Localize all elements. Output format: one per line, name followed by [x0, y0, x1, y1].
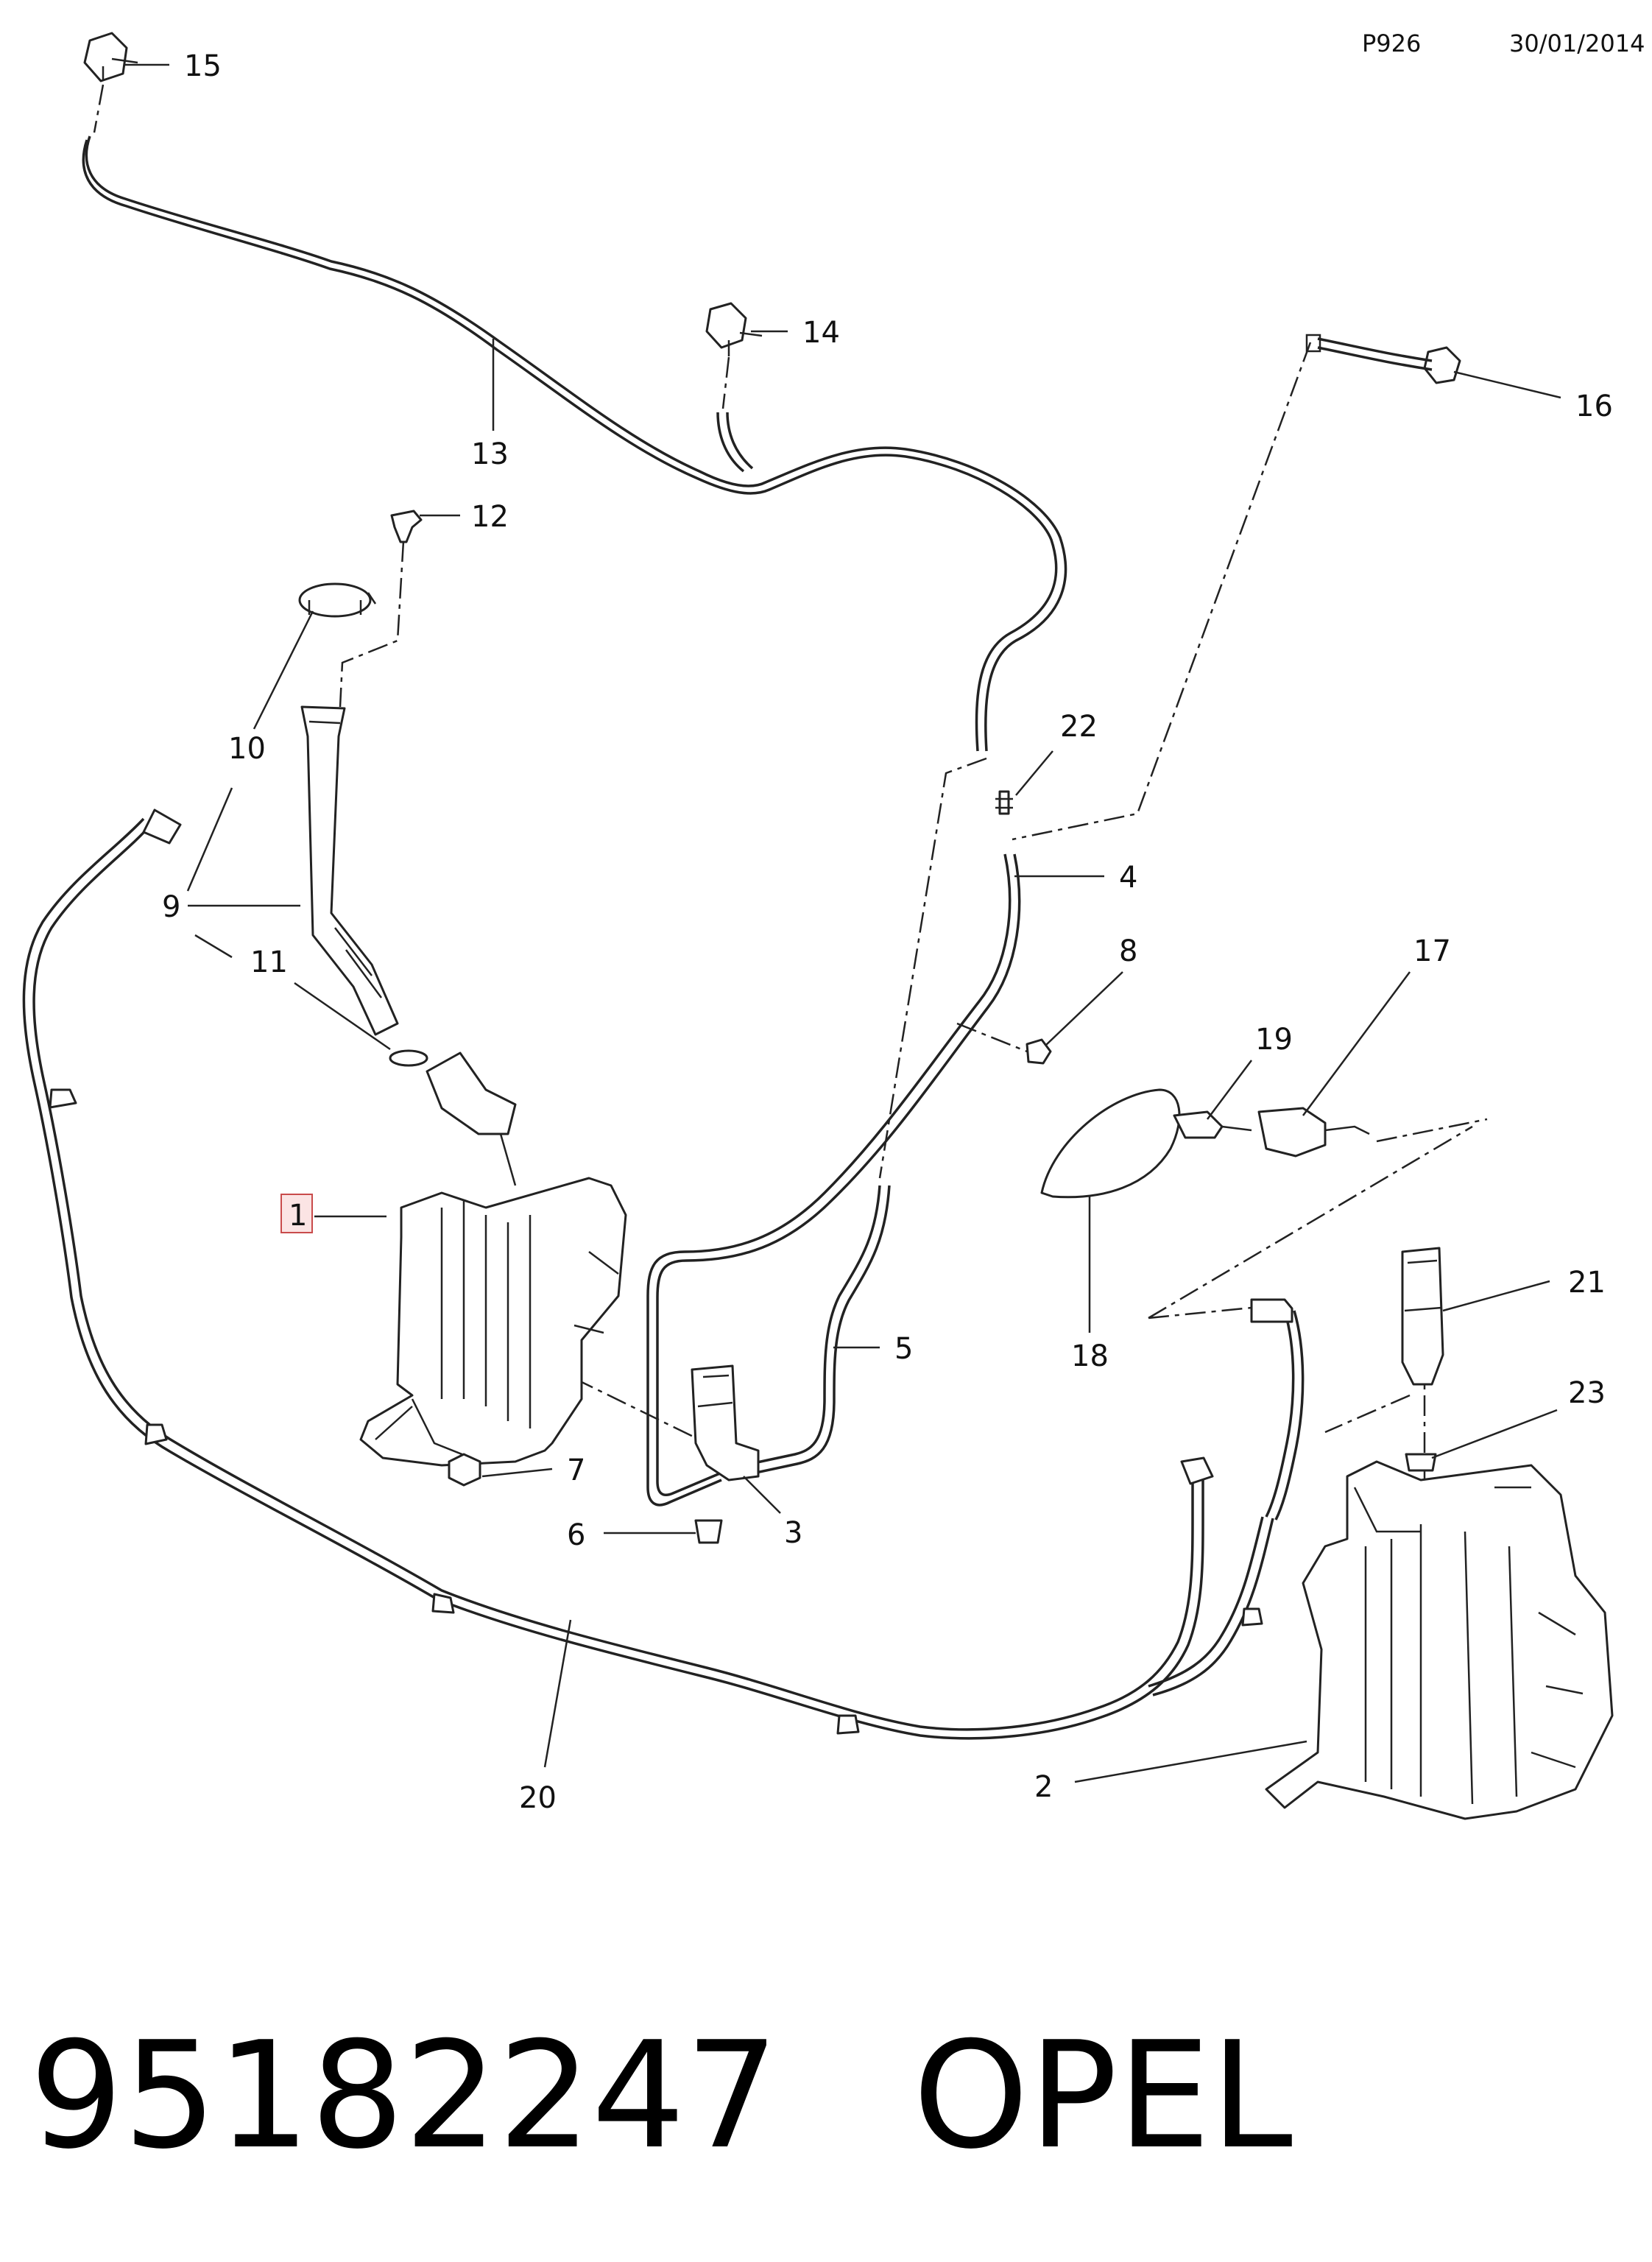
callout-18: 18 [1071, 1339, 1109, 1373]
callout-1: 1 [289, 1199, 307, 1233]
callout-23: 23 [1568, 1376, 1606, 1410]
filler-neck-9 [300, 705, 399, 1036]
callout-16: 16 [1575, 390, 1613, 423]
callout-19: 19 [1255, 1023, 1293, 1057]
leader-20 [543, 1619, 572, 1768]
leader-10 [253, 610, 314, 730]
leader-11 [194, 934, 391, 1051]
leader-dash-18-20 [1148, 1125, 1473, 1320]
callout-22: 22 [1060, 710, 1098, 744]
callout-6: 6 [567, 1518, 585, 1552]
nut-7 [448, 1453, 481, 1487]
callout-1-highlight [280, 1194, 313, 1233]
callout-8: 8 [1119, 934, 1137, 968]
callout-13: 13 [471, 437, 509, 471]
hose-5 [743, 1185, 891, 1476]
connector-22 [995, 790, 1013, 815]
diagram-date: 30/01/2014 [1509, 29, 1645, 57]
callout-10: 10 [228, 732, 266, 766]
callout-5: 5 [894, 1332, 913, 1366]
part-number: 95182247 [29, 2010, 779, 2182]
leader-3 [743, 1476, 781, 1514]
callout-12: 12 [471, 500, 509, 534]
leader-22 [1015, 750, 1053, 796]
leader-9 [186, 787, 300, 907]
callout-2: 2 [1034, 1770, 1053, 1804]
leader-dash-nozzle-17 [1376, 1118, 1488, 1143]
leader-8 [1045, 971, 1123, 1046]
callout-14: 14 [802, 316, 840, 350]
callout-17: 17 [1413, 934, 1451, 968]
callout-9: 9 [162, 890, 180, 924]
seal-ring-11 [389, 1049, 428, 1067]
hose-20 [22, 808, 1305, 1740]
hose-4 [646, 853, 1021, 1507]
leader-17 [1302, 971, 1411, 1116]
clip-8 [1026, 1038, 1052, 1065]
leader-19 [1207, 1060, 1252, 1120]
leader-7 [481, 1468, 553, 1478]
leader-23 [1431, 1409, 1558, 1459]
nozzle-19 [1173, 1110, 1252, 1139]
washer-tank-1 [359, 1051, 627, 1467]
callout-11: 11 [250, 945, 288, 979]
hose-13 [82, 135, 1067, 752]
callout-15: 15 [184, 49, 222, 83]
callout-21: 21 [1568, 1266, 1606, 1300]
callout-7: 7 [567, 1454, 585, 1487]
brand-name: OPEL [913, 2010, 1293, 2182]
washer-pump-21 [1401, 1247, 1444, 1386]
washer-tank-2 [1265, 1460, 1614, 1820]
callout-3: 3 [784, 1516, 802, 1550]
leader-21 [1442, 1280, 1550, 1312]
leader-2 [1074, 1740, 1307, 1783]
nozzle-15 [83, 32, 138, 133]
grommet-23 [1405, 1453, 1437, 1472]
filler-cap-10 [298, 582, 377, 618]
leader-16 [1453, 370, 1561, 399]
nozzle-16 [1305, 334, 1461, 384]
leader-dash-13-5 [878, 757, 987, 1179]
leader-dash-16-4 [1012, 342, 1312, 841]
actuator-17 [1257, 1107, 1370, 1158]
leader-dash-8 [956, 1022, 1031, 1054]
clip-12 [339, 510, 423, 708]
washer-pump-3 [691, 1364, 760, 1481]
callout-4: 4 [1119, 861, 1137, 895]
bolt-6 [694, 1519, 723, 1544]
cap-18 [1040, 1088, 1181, 1199]
nozzle-14 [705, 302, 763, 409]
callout-20: 20 [519, 1781, 557, 1815]
diagram-code: P926 [1362, 29, 1421, 57]
